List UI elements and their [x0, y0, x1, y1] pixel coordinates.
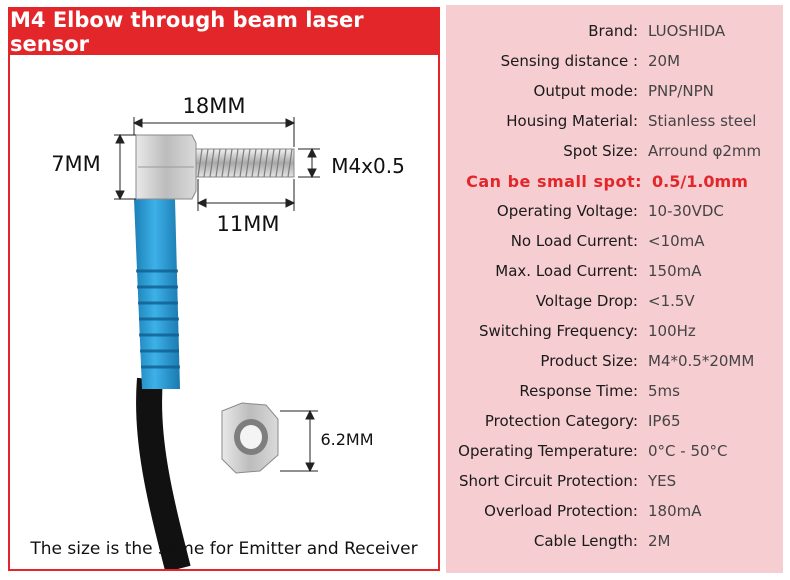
dim-height-label: 7MM — [51, 152, 101, 176]
hex-nut — [221, 402, 279, 474]
spec-row: Voltage Drop: <1.5V — [446, 286, 783, 316]
spec-row: Housing Material: Stianless steel — [446, 106, 783, 136]
spec-row: Output mode: PNP/NPN — [446, 76, 783, 106]
spec-value: M4*0.5*20MM — [648, 352, 755, 370]
spec-label: Operating Temperature: — [458, 442, 638, 460]
spec-label: Cable Length: — [533, 532, 638, 550]
spec-row: Cable Length: 2M — [446, 526, 783, 556]
spec-value: 10-30VDC — [648, 202, 724, 220]
spec-value: 0°C - 50°C — [648, 442, 728, 460]
spec-value: Stianless steel — [648, 112, 757, 130]
spec-label: Spot Size: — [563, 142, 638, 160]
spec-value: PNP/NPN — [648, 82, 714, 100]
spec-label: Protection Category: — [484, 412, 638, 430]
title-banner: M4 Elbow through beam laser sensor — [10, 8, 438, 56]
spec-label: Brand: — [588, 22, 638, 40]
spec-row: Protection Category: IP65 — [446, 406, 783, 436]
boot-ribs — [136, 269, 180, 369]
spec-row: Max. Load Current: 150mA — [446, 256, 783, 286]
dimension-height — [114, 133, 136, 201]
dim-length-label: 18MM — [183, 94, 246, 118]
spec-label: Switching Frequency: — [478, 322, 638, 340]
spec-value: 20M — [648, 52, 681, 70]
spec-value: YES — [648, 472, 677, 490]
spec-row: Sensing distance : 20M — [446, 46, 783, 76]
dim-thread-length-label: 11MM — [217, 212, 280, 236]
spec-panel: Brand: LUOSHIDA Sensing distance : 20M Outpu… — [446, 5, 783, 573]
spec-value: 2M — [648, 532, 671, 550]
spec-row: Operating Voltage: 10-30VDC — [446, 196, 783, 226]
dimension-nut — [280, 409, 318, 473]
spec-value: 100Hz — [648, 322, 696, 340]
dim-thread-label: M4x0.5 — [331, 154, 405, 178]
product-image-panel: M4 Elbow through beam laser sensor — [8, 7, 440, 571]
spec-row: Overload Protection: 180mA — [446, 496, 783, 526]
spec-label: Voltage Drop: — [535, 292, 638, 310]
spec-label: Response Time: — [519, 382, 638, 400]
spec-label: Operating Voltage: — [496, 202, 638, 220]
spec-label: Overload Protection: — [484, 502, 638, 520]
spec-value: 0.5/1.0mm — [652, 171, 748, 191]
dimension-thread — [298, 147, 320, 179]
dimension-thread-length — [196, 179, 296, 211]
spec-value: IP65 — [648, 412, 681, 430]
spec-value: 5ms — [648, 382, 680, 400]
spec-label: Can be small spot: — [466, 171, 642, 191]
spec-label: Output mode: — [533, 82, 638, 100]
spec-row: Can be small spot: 0.5/1.0mm — [446, 166, 783, 196]
size-caption: The size is the same for Emitter and Rec… — [30, 539, 418, 559]
spec-value: LUOSHIDA — [648, 22, 726, 40]
product-title: M4 Elbow through beam laser sensor — [10, 8, 364, 56]
spec-label: Product Size: — [540, 352, 638, 370]
black-cable — [136, 377, 191, 569]
sensor-illustration: 18MM 7MM M4x0.5 11MM — [51, 94, 405, 569]
spec-value: <10mA — [648, 232, 705, 250]
spec-row: Spot Size: Arround φ2mm — [446, 136, 783, 166]
spec-value: <1.5V — [648, 292, 695, 310]
spec-label: Max. Load Current: — [495, 262, 638, 280]
spec-row: Product Size: M4*0.5*20MM — [446, 346, 783, 376]
spec-label: Short Circuit Protection: — [458, 472, 638, 490]
spec-row: Brand: LUOSHIDA — [446, 16, 783, 46]
spec-label: Sensing distance : — [500, 52, 638, 70]
spec-row: No Load Current: <10mA — [446, 226, 783, 256]
spec-row: Switching Frequency: 100Hz — [446, 316, 783, 346]
spec-label: Housing Material: — [506, 112, 638, 130]
spec-row: Operating Temperature: 0°C - 50°C — [446, 436, 783, 466]
dimension-length — [132, 117, 296, 147]
spec-value: Arround φ2mm — [648, 142, 762, 160]
spec-row: Short Circuit Protection: YES — [446, 466, 783, 496]
spec-label: No Load Current: — [510, 232, 638, 250]
dim-nut-label: 6.2MM — [320, 430, 373, 449]
spec-value: 150mA — [648, 262, 702, 280]
spec-value: 180mA — [648, 502, 702, 520]
blue-cable-boot — [134, 199, 180, 389]
spec-row: Response Time: 5ms — [446, 376, 783, 406]
